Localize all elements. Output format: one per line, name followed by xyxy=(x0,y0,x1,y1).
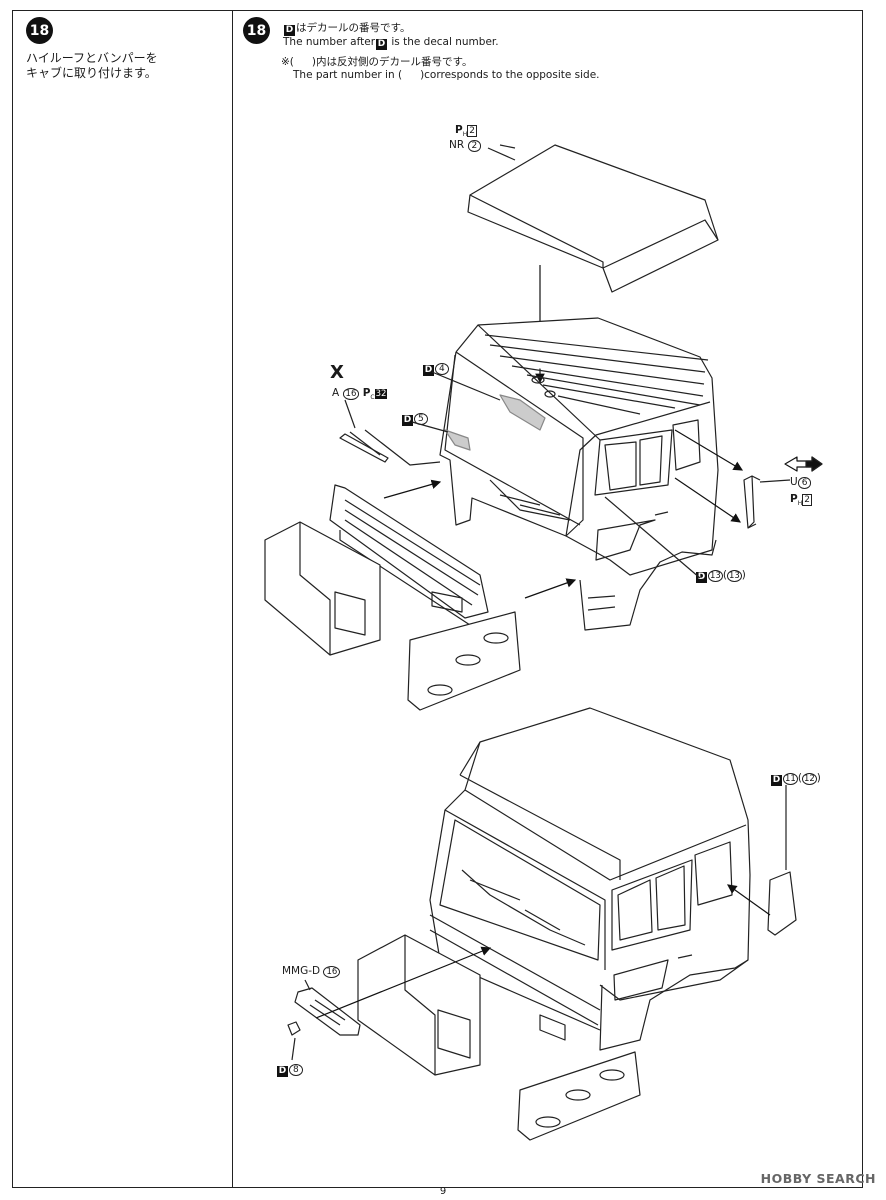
decal-note-en-b: is the decal number. xyxy=(388,36,499,48)
label-mmg: MMG-D 16 xyxy=(282,965,341,978)
column-divider xyxy=(232,10,233,1188)
watermark-logo: HOBBY SEARCH xyxy=(760,1171,876,1186)
decal-box-icon: D xyxy=(376,39,388,50)
label-roof-nr: NR 2 xyxy=(449,139,482,152)
opposite-note-en-a: The part number in ( xyxy=(293,69,403,81)
high-roof-part xyxy=(467,144,719,293)
page-frame xyxy=(12,10,863,1188)
step-description-line1: ハイルーフとバンパーを xyxy=(26,51,158,65)
emblem-part xyxy=(287,987,361,1036)
opposite-note-ja-suffix: )内は反対側のデカール番号です。 xyxy=(311,56,473,68)
wiper-parts xyxy=(339,429,441,466)
display-stand-upper xyxy=(264,521,521,711)
page-number: 9 xyxy=(439,1186,447,1197)
cab-body-exploded xyxy=(439,317,719,631)
decal-note-ja-text: はデカールの番号です。 xyxy=(296,22,411,34)
window-decal xyxy=(767,871,797,936)
step-description: ハイルーフとバンパーを キャブに取り付けます。 xyxy=(26,51,158,81)
step-badge-left: 18 xyxy=(26,17,53,44)
opposite-note-en-b: )corresponds to the opposite side. xyxy=(420,69,600,81)
opposite-note-en: The part number in ( )corresponds to the … xyxy=(293,69,600,81)
label-wiper-a: A 16 PC32 xyxy=(332,387,388,402)
opposite-note-ja-prefix: ※( xyxy=(281,56,294,68)
decal-box-icon: D xyxy=(284,25,295,36)
label-wiper-x: X xyxy=(330,362,344,383)
front-bumper-exploded xyxy=(329,484,489,626)
opposite-note-ja: ※( )内は反対側のデカール番号です。 xyxy=(281,54,472,69)
cab-body-completed xyxy=(429,707,751,1051)
decal-note-en-a: The number after xyxy=(283,36,376,48)
step-badge-right: 18 xyxy=(243,17,270,44)
display-stand-lower xyxy=(357,934,641,1141)
door-handle-part xyxy=(743,475,761,529)
step-description-line2: キャブに取り付けます。 xyxy=(26,66,157,80)
